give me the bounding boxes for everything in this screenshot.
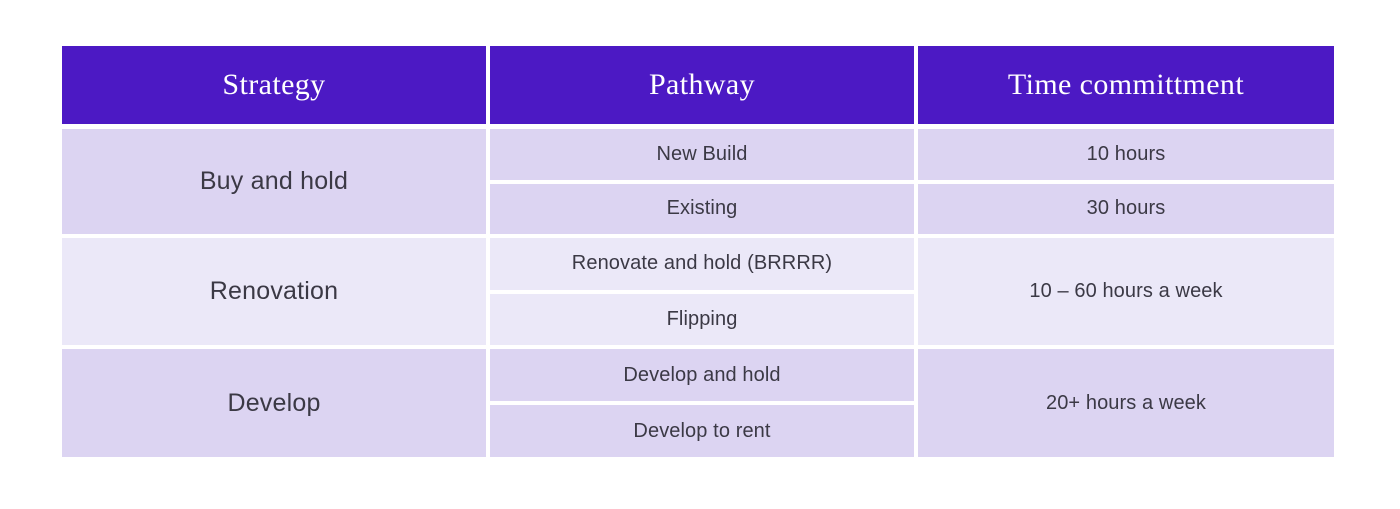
- strategy-cell-renovation: Renovation: [62, 238, 486, 345]
- table-row: Develop Develop and hold Develop to rent…: [62, 349, 1334, 457]
- time-cell-new-build: 10 hours: [918, 129, 1334, 180]
- table-row: Renovation Renovate and hold (BRRRR) Fli…: [62, 238, 1334, 345]
- pathway-cell-new-build: New Build: [490, 129, 914, 180]
- table-header-row: Strategy Pathway Time committment: [62, 46, 1334, 124]
- pathway-cell-renovate-and-hold: Renovate and hold (BRRRR): [490, 238, 914, 290]
- pathway-stack-buy-and-hold: New Build Existing: [490, 129, 914, 234]
- time-stack-buy-and-hold: 10 hours 30 hours: [918, 129, 1334, 234]
- pathway-cell-develop-and-hold: Develop and hold: [490, 349, 914, 401]
- strategy-cell-buy-and-hold: Buy and hold: [62, 129, 486, 234]
- strategy-comparison-table: Strategy Pathway Time committment Buy an…: [62, 46, 1334, 457]
- pathway-cell-flipping: Flipping: [490, 293, 914, 345]
- time-cell-develop: 20+ hours a week: [918, 349, 1334, 457]
- column-header-pathway: Pathway: [490, 46, 914, 124]
- column-header-strategy: Strategy: [62, 46, 486, 124]
- table-row: Buy and hold New Build Existing 10 hours…: [62, 129, 1334, 234]
- pathway-cell-develop-to-rent: Develop to rent: [490, 405, 914, 457]
- strategy-cell-develop: Develop: [62, 349, 486, 457]
- time-cell-existing: 30 hours: [918, 183, 1334, 234]
- time-cell-renovation: 10 – 60 hours a week: [918, 238, 1334, 345]
- pathway-stack-develop: Develop and hold Develop to rent: [490, 349, 914, 457]
- pathway-cell-existing: Existing: [490, 183, 914, 234]
- pathway-stack-renovation: Renovate and hold (BRRRR) Flipping: [490, 238, 914, 345]
- column-header-time-committment: Time committment: [918, 46, 1334, 124]
